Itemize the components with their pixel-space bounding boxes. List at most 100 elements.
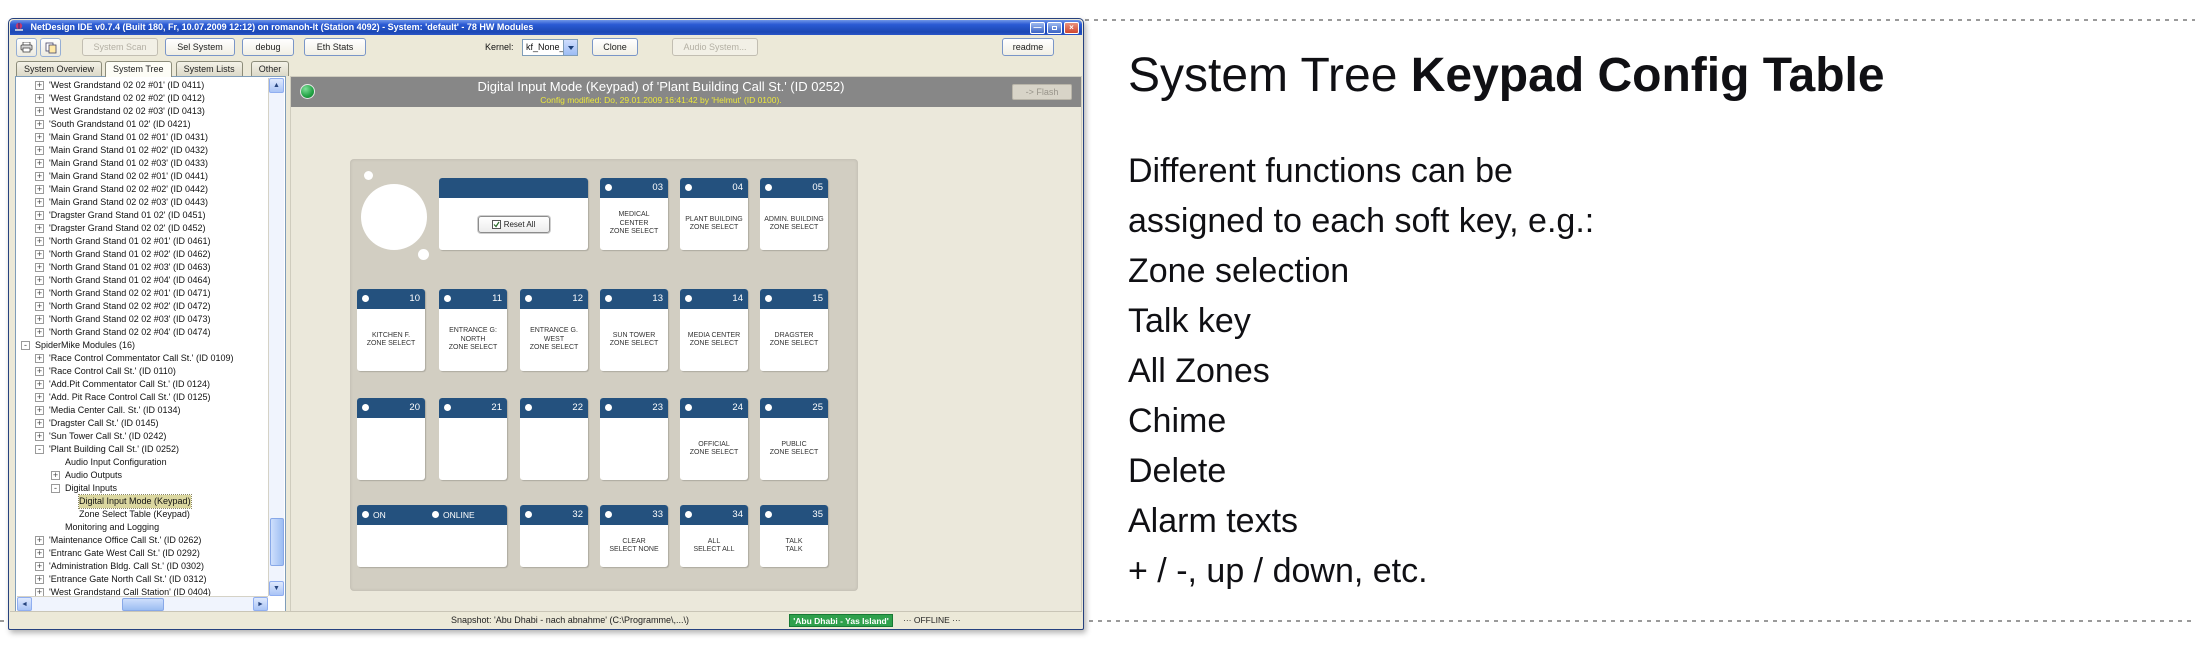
tree-vertical-scrollbar[interactable]: ▲ ▼ bbox=[268, 78, 284, 596]
clone-button[interactable]: Clone bbox=[592, 38, 638, 56]
tree-item[interactable]: + 'Main Grand Stand 01 02 #02' (ID 0432) bbox=[17, 144, 268, 157]
tree-item[interactable]: +'Race Control Call St.' (ID 0110) bbox=[17, 365, 268, 378]
expand-icon[interactable]: + bbox=[35, 379, 44, 389]
kernel-dropdown[interactable]: kf_None_ bbox=[522, 39, 578, 56]
readme-button[interactable]: readme bbox=[1002, 38, 1054, 56]
tree-item[interactable]: -Digital Inputs bbox=[17, 482, 268, 495]
tree-item-label[interactable]: Zone Select Table (Keypad) bbox=[79, 509, 190, 519]
tree-item-label[interactable]: 'North Grand Stand 02 02 #03' (ID 0473) bbox=[49, 314, 211, 324]
tree-item[interactable]: + 'North Grand Stand 02 02 #03' (ID 0473) bbox=[17, 313, 268, 326]
tree-item[interactable]: +'Media Center Call. St.' (ID 0134) bbox=[17, 404, 268, 417]
tree-item[interactable]: + 'North Grand Stand 02 02 #02' (ID 0472) bbox=[17, 300, 268, 313]
expand-icon[interactable]: + bbox=[35, 301, 44, 311]
tree-item-label[interactable]: 'North Grand Stand 02 02 #04' (ID 0474) bbox=[49, 327, 211, 337]
tree-item-label[interactable]: Audio Input Configuration bbox=[65, 457, 167, 467]
tree-item[interactable]: +'North Grand Stand 01 02 #02' (ID 0462) bbox=[17, 248, 268, 261]
expand-icon[interactable]: + bbox=[35, 210, 44, 220]
expand-icon[interactable]: + bbox=[35, 418, 44, 428]
tree-item-label[interactable]: 'West Grandstand Call Station' (ID 0404) bbox=[49, 587, 211, 596]
collapse-icon[interactable]: - bbox=[51, 484, 60, 493]
tab-system-lists[interactable]: System Lists bbox=[175, 61, 243, 76]
tree-item-label[interactable]: 'Race Control Commentator Call St.' (ID … bbox=[49, 353, 234, 363]
tree-item[interactable]: +'Dragster Grand Stand 01 02' (ID 0451) bbox=[17, 209, 268, 222]
expand-icon[interactable]: + bbox=[35, 132, 44, 142]
tree-item[interactable]: +'North Grand Stand 01 02 #04' (ID 0464) bbox=[17, 274, 268, 287]
restore-icon[interactable] bbox=[1047, 22, 1062, 34]
expand-icon[interactable]: + bbox=[51, 470, 60, 480]
keypad-key[interactable]: 21 bbox=[439, 398, 507, 480]
tree-item[interactable]: +'North Grand Stand 01 02 #01' (ID 0461) bbox=[17, 235, 268, 248]
reset-all-button[interactable]: Reset All bbox=[477, 215, 550, 233]
tree-item[interactable]: Digital Input Mode (Keypad) bbox=[17, 494, 268, 509]
tree-item[interactable]: + 'North Grand Stand 02 02 #04' (ID 0474) bbox=[17, 326, 268, 339]
tree-item-label[interactable]: 'Race Control Call St.' (ID 0110) bbox=[49, 366, 176, 376]
tree-item[interactable]: + 'Main Grand Stand 02 02 #01' (ID 0441) bbox=[17, 170, 268, 183]
tree-item[interactable]: +'Main Grand Stand 02 02 #03' (ID 0443) bbox=[17, 196, 268, 209]
keypad-key[interactable]: 32 bbox=[520, 505, 588, 567]
tree-item-label[interactable]: 'Maintenance Office Call St.' (ID 0262) bbox=[49, 535, 202, 545]
sel-system-button[interactable]: Sel System bbox=[165, 38, 235, 56]
expand-icon[interactable]: + bbox=[35, 197, 44, 207]
vertical-scroll-thumb[interactable] bbox=[270, 518, 284, 566]
tab-system-overview[interactable]: System Overview bbox=[16, 61, 103, 76]
tree-item-label[interactable]: 'Add. Pit Race Control Call St.' (ID 012… bbox=[49, 392, 211, 402]
collapse-icon[interactable]: - bbox=[35, 445, 44, 454]
tree-item-label[interactable]: 'Main Grand Stand 02 02 #01' (ID 0441) bbox=[49, 171, 209, 181]
expand-icon[interactable]: + bbox=[35, 145, 44, 155]
tree-item-label[interactable]: 'Main Grand Stand 01 02 #02' (ID 0432) bbox=[49, 145, 209, 155]
expand-icon[interactable]: + bbox=[35, 535, 44, 545]
expand-icon[interactable]: + bbox=[35, 93, 44, 103]
tree-item[interactable]: +'West Grandstand 02 02 #01' (ID 0411) bbox=[17, 79, 268, 92]
tree-item-label[interactable]: 'North Grand Stand 01 02 #04' (ID 0464) bbox=[49, 275, 211, 285]
expand-icon[interactable]: + bbox=[35, 223, 44, 233]
tree-item[interactable]: + 'Main Grand Stand 01 02 #01' (ID 0431) bbox=[17, 131, 268, 144]
tree-item[interactable]: Monitoring and Logging bbox=[17, 521, 268, 534]
tree-item[interactable]: +'Add.Pit Commentator Call St.' (ID 0124… bbox=[17, 378, 268, 391]
scroll-right-icon[interactable]: ► bbox=[253, 597, 268, 611]
tree-item[interactable]: + 'West Grandstand 02 02 #02' (ID 0412) bbox=[17, 92, 268, 105]
tree-item-label[interactable]: 'Dragster Call St.' (ID 0145) bbox=[49, 418, 159, 428]
export-button[interactable] bbox=[40, 38, 61, 57]
tree-item[interactable]: -'Plant Building Call St.' (ID 0252) bbox=[17, 443, 268, 456]
tree-item[interactable]: + 'Add. Pit Race Control Call St.' (ID 01… bbox=[17, 391, 268, 404]
reset-panel[interactable]: Reset All bbox=[439, 178, 588, 250]
expand-icon[interactable]: + bbox=[35, 392, 44, 402]
expand-icon[interactable]: + bbox=[35, 327, 44, 337]
tree-item-label[interactable]: 'Sun Tower Call St.' (ID 0242) bbox=[49, 431, 167, 441]
tree-item-label[interactable]: 'North Grand Stand 01 02 #03' (ID 0463) bbox=[49, 262, 211, 272]
tree-item-label[interactable]: 'Plant Building Call St.' (ID 0252) bbox=[49, 444, 179, 454]
scroll-left-icon[interactable]: ◄ bbox=[17, 597, 32, 611]
tree-item[interactable]: +'North Grand Stand 02 02 #01' (ID 0471) bbox=[17, 287, 268, 300]
tree-item-label[interactable]: 'South Grandstand 01 02' (ID 0421) bbox=[49, 119, 191, 129]
expand-icon[interactable]: + bbox=[35, 184, 44, 194]
tree-item[interactable]: +'North Grand Stand 01 02 #03' (ID 0463) bbox=[17, 261, 268, 274]
tree-item[interactable]: + 'Dragster Call St.' (ID 0145) bbox=[17, 417, 268, 430]
tree-item-label[interactable]: 'North Grand Stand 01 02 #02' (ID 0462) bbox=[49, 249, 211, 259]
scroll-down-icon[interactable]: ▼ bbox=[269, 581, 284, 596]
window-titlebar[interactable]: NetDesign IDE v0.7.4 (Built 180, Fr, 10.… bbox=[10, 20, 1082, 35]
expand-icon[interactable]: + bbox=[35, 431, 44, 441]
expand-icon[interactable]: + bbox=[35, 314, 44, 324]
expand-icon[interactable]: + bbox=[35, 587, 44, 596]
tree-item[interactable]: + 'Dragster Grand Stand 02 02' (ID 0452) bbox=[17, 222, 268, 235]
tree-item-label[interactable]: 'North Grand Stand 02 02 #02' (ID 0472) bbox=[49, 301, 211, 311]
tree-item[interactable]: +'Main Grand Stand 01 02 #03' (ID 0433) bbox=[17, 157, 268, 170]
keypad-key[interactable]: 20 bbox=[357, 398, 425, 480]
tree-item[interactable]: +'South Grandstand 01 02' (ID 0421) bbox=[17, 118, 268, 131]
tree-item-label[interactable]: 'Main Grand Stand 01 02 #01' (ID 0431) bbox=[49, 132, 209, 142]
expand-icon[interactable]: + bbox=[35, 236, 44, 246]
eth-stats-button[interactable]: Eth Stats bbox=[304, 38, 366, 56]
tree-item-label[interactable]: 'Dragster Grand Stand 02 02' (ID 0452) bbox=[49, 223, 206, 233]
tree-item-label[interactable]: Audio Outputs bbox=[65, 470, 123, 480]
tree-item-label[interactable]: 'West Grandstand 02 02 #02' (ID 0412) bbox=[49, 93, 205, 103]
expand-icon[interactable]: + bbox=[35, 171, 44, 181]
tree-item[interactable]: -SpiderMike Modules (16) bbox=[17, 339, 268, 352]
